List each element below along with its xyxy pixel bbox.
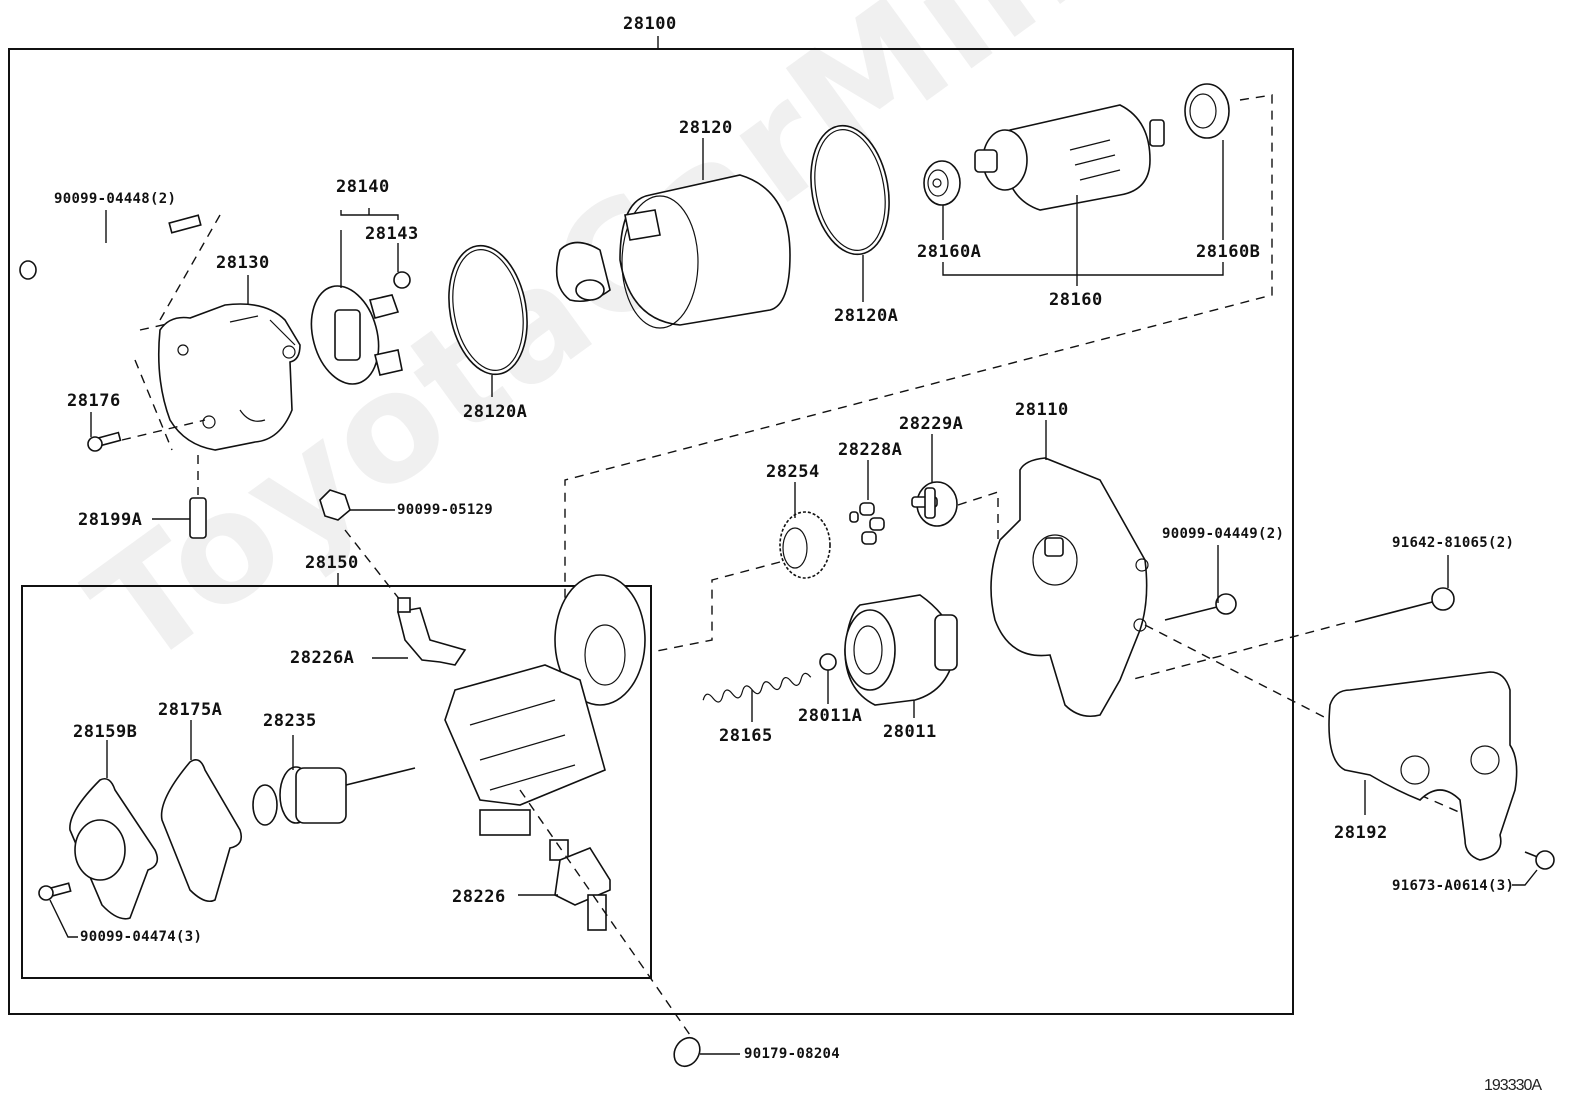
subassembly-frame-28150 bbox=[21, 585, 652, 979]
label-28120[interactable]: 28120 bbox=[679, 118, 733, 138]
label-28160A[interactable]: 28160A bbox=[917, 242, 982, 262]
roller-icon bbox=[849, 502, 885, 545]
retainer-icon bbox=[911, 481, 958, 527]
label-28011A[interactable]: 28011A bbox=[798, 706, 863, 726]
label-90099-04449[interactable]: 90099-04449(2) bbox=[1162, 526, 1285, 542]
leader-28160-group bbox=[942, 140, 1224, 286]
label-90099-04448[interactable]: 90099-04448(2) bbox=[54, 191, 177, 207]
label-90179-08204[interactable]: 90179-08204 bbox=[744, 1046, 841, 1062]
magnetic-switch-housing-icon bbox=[444, 574, 646, 861]
gasket-icon bbox=[160, 759, 243, 903]
armature-icon bbox=[974, 104, 1165, 211]
spring-icon bbox=[702, 672, 812, 703]
leader-91673-A0614 bbox=[1512, 869, 1538, 886]
terminal-icon bbox=[554, 847, 611, 931]
label-28235[interactable]: 28235 bbox=[263, 711, 317, 731]
cover-icon bbox=[69, 777, 159, 920]
label-28140[interactable]: 28140 bbox=[336, 177, 390, 197]
assembly-frame-28100 bbox=[8, 48, 1294, 1015]
bracket-icon bbox=[1328, 671, 1518, 861]
label-28254[interactable]: 28254 bbox=[766, 462, 820, 482]
bolt-icon bbox=[1164, 593, 1237, 621]
end-frame-icon bbox=[157, 303, 301, 451]
label-28228A[interactable]: 28228A bbox=[838, 440, 903, 460]
label-90099-05129[interactable]: 90099-05129 bbox=[397, 502, 494, 518]
label-28160B[interactable]: 28160B bbox=[1196, 242, 1261, 262]
label-28143[interactable]: 28143 bbox=[365, 224, 419, 244]
leader-90099-04474 bbox=[49, 899, 78, 938]
plunger-icon bbox=[252, 766, 416, 826]
label-28175A[interactable]: 28175A bbox=[158, 700, 223, 720]
bolt-icon bbox=[1354, 587, 1455, 623]
label-91673-A0614[interactable]: 91673-A0614(3) bbox=[1392, 878, 1515, 894]
label-28229A[interactable]: 28229A bbox=[899, 414, 964, 434]
label-28192[interactable]: 28192 bbox=[1334, 823, 1388, 843]
leader-28140-28143 bbox=[340, 208, 399, 288]
label-28176[interactable]: 28176 bbox=[67, 391, 121, 411]
yoke-icon bbox=[555, 174, 791, 329]
label-28199A[interactable]: 28199A bbox=[78, 510, 143, 530]
label-90099-04474[interactable]: 90099-04474(3) bbox=[80, 929, 203, 945]
label-28160[interactable]: 28160 bbox=[1049, 290, 1103, 310]
screw-icon bbox=[87, 431, 122, 452]
screw-icon bbox=[38, 882, 72, 901]
label-28130[interactable]: 28130 bbox=[216, 253, 270, 273]
bolt-icon bbox=[1524, 850, 1555, 870]
label-28150[interactable]: 28150 bbox=[305, 553, 359, 573]
label-28159B[interactable]: 28159B bbox=[73, 722, 138, 742]
starter-housing-icon bbox=[990, 457, 1149, 718]
label-28165[interactable]: 28165 bbox=[719, 726, 773, 746]
nut-icon bbox=[319, 489, 351, 521]
terminal-icon bbox=[397, 597, 467, 666]
label-28120A-right[interactable]: 28120A bbox=[834, 306, 899, 326]
label-28120A-left[interactable]: 28120A bbox=[463, 402, 528, 422]
brush-holder-icon bbox=[310, 271, 411, 385]
steel-ball-icon bbox=[819, 653, 837, 671]
idler-gear-icon bbox=[779, 511, 831, 579]
label-28100[interactable]: 28100 bbox=[623, 14, 677, 34]
o-ring-icon bbox=[448, 244, 528, 376]
assembly-dash-lines bbox=[564, 94, 1273, 690]
label-28226A[interactable]: 28226A bbox=[290, 648, 355, 668]
bearing-icon bbox=[1184, 83, 1230, 139]
label-91642-81065[interactable]: 91642-81065(2) bbox=[1392, 535, 1515, 551]
long-bolt-icon bbox=[19, 214, 202, 280]
pin-icon bbox=[189, 497, 207, 539]
label-28226[interactable]: 28226 bbox=[452, 887, 506, 907]
bearing-icon bbox=[923, 160, 961, 206]
label-28110[interactable]: 28110 bbox=[1015, 400, 1069, 420]
label-28011[interactable]: 28011 bbox=[883, 722, 937, 742]
figure-id: 193330A bbox=[1484, 1077, 1542, 1094]
starter-clutch-icon bbox=[844, 594, 958, 706]
nut-icon bbox=[673, 1036, 701, 1068]
o-ring-icon bbox=[810, 124, 890, 256]
